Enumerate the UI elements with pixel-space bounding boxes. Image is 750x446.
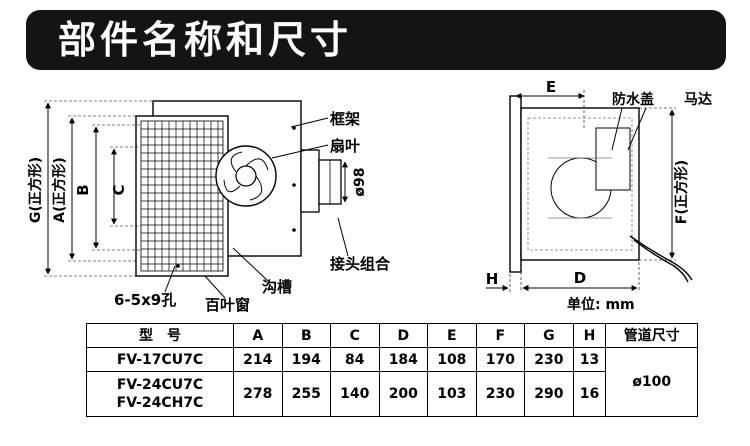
dim-a-label: A(正方形) bbox=[51, 157, 68, 223]
header-d: D bbox=[378, 323, 429, 348]
part-motor-label: 马达 bbox=[684, 91, 712, 108]
cell-f: 170 bbox=[475, 347, 526, 372]
title-bar: 部件名称和尺寸 bbox=[26, 10, 726, 70]
dim-dia-label: ø98 bbox=[352, 167, 368, 196]
part-holes-label: 6-5x9孔 bbox=[114, 291, 176, 309]
part-waterproof-cover-label: 防水盖 bbox=[612, 91, 654, 108]
header-g: G bbox=[524, 323, 574, 348]
cell-g: 230 bbox=[524, 347, 574, 372]
header-e: E bbox=[427, 323, 477, 348]
dim-d-label: D bbox=[574, 269, 586, 287]
dim-f-label: F(正方形) bbox=[673, 160, 690, 224]
page-title: 部件名称和尺寸 bbox=[58, 18, 353, 62]
table-row: FV-24CU7C FV-24CH7C 278 255 140 200 103 … bbox=[86, 371, 698, 417]
row-model: FV-24CU7C FV-24CH7C bbox=[86, 371, 234, 417]
table-header-row: 型 号 A B C D E F G H 管道尺寸 bbox=[86, 323, 698, 348]
cell-e: 108 bbox=[427, 347, 477, 372]
cell-b: 255 bbox=[281, 371, 332, 417]
part-connector-label: 接头组合 bbox=[330, 255, 391, 273]
cell-a: 214 bbox=[233, 347, 283, 372]
part-groove-label: 沟槽 bbox=[262, 278, 292, 296]
header-a: A bbox=[233, 323, 283, 348]
cell-h: 16 bbox=[572, 371, 607, 417]
part-frame-label: 框架 bbox=[330, 110, 360, 128]
row-model: FV-17CU7C bbox=[86, 347, 234, 372]
dim-h-label: H bbox=[486, 270, 499, 288]
unit-note: 单位: mm bbox=[567, 297, 635, 313]
header-model: 型 号 bbox=[86, 323, 234, 348]
spec-table: 型 号 A B C D E F G H 管道尺寸 FV-17CU7C 214 1… bbox=[86, 323, 698, 417]
cell-a: 278 bbox=[233, 371, 283, 417]
cell-c: 84 bbox=[330, 347, 380, 372]
part-louver-label: 百叶窗 bbox=[205, 296, 250, 314]
header-f: F bbox=[475, 323, 526, 348]
dim-c-label: C bbox=[110, 184, 128, 195]
side-view bbox=[486, 90, 693, 292]
cell-g: 290 bbox=[524, 371, 574, 417]
header-duct-size: 管道尺寸 bbox=[605, 323, 698, 348]
dim-e-label: E bbox=[546, 78, 556, 96]
front-view bbox=[44, 100, 349, 299]
header-h: H bbox=[572, 323, 607, 348]
cell-h: 13 bbox=[572, 347, 607, 372]
cell-f: 230 bbox=[475, 371, 526, 417]
cell-e: 103 bbox=[427, 371, 477, 417]
cell-duct-size: ø100 bbox=[605, 347, 698, 417]
part-fan-blade-label: 扇叶 bbox=[330, 137, 360, 155]
dim-b-label: B bbox=[74, 184, 92, 195]
cell-d: 184 bbox=[378, 347, 429, 372]
table-row: FV-17CU7C 214 194 84 184 108 170 230 13 … bbox=[86, 347, 698, 417]
cell-c: 140 bbox=[330, 371, 380, 417]
header-c: C bbox=[330, 323, 380, 348]
cell-b: 194 bbox=[281, 347, 332, 372]
header-b: B bbox=[281, 323, 332, 348]
cell-d: 200 bbox=[378, 371, 429, 417]
dim-g-label: G(正方形) bbox=[27, 157, 44, 223]
